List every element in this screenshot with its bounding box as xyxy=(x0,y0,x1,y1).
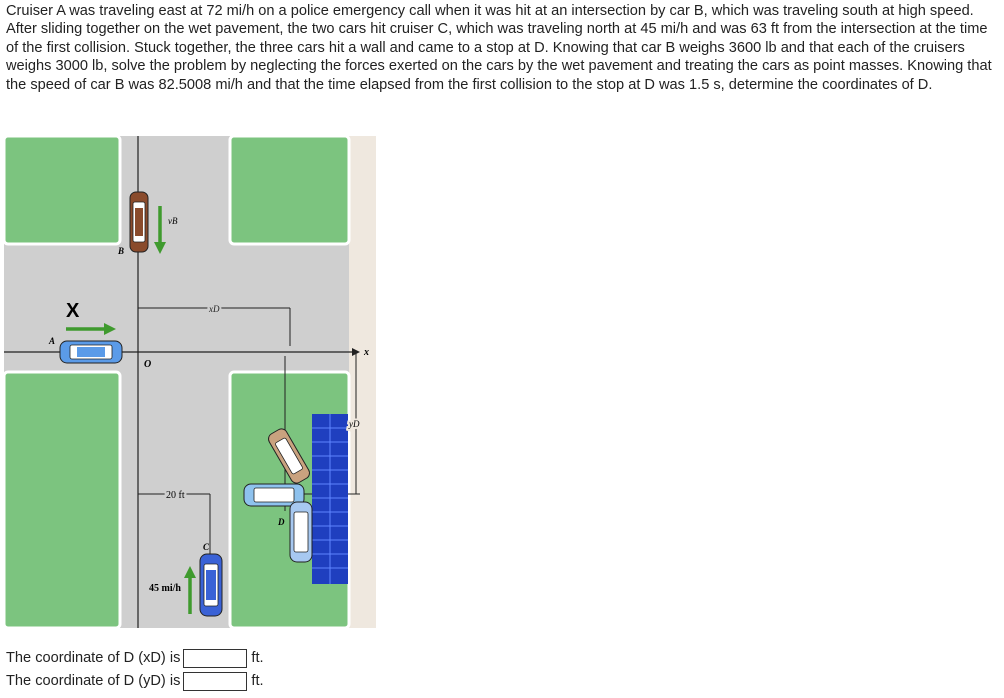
vb-arrowhead xyxy=(154,242,166,254)
x-mark-icon: X xyxy=(66,300,80,322)
va-arrowhead xyxy=(104,323,116,335)
label-d: D xyxy=(277,517,285,527)
answer-xd-label: The coordinate of D (xD) is xyxy=(6,650,181,666)
label-xd: xD xyxy=(208,304,220,314)
label-c: C xyxy=(203,542,210,552)
label-x-axis: x xyxy=(363,347,369,358)
answer-yd-unit: ft. xyxy=(251,673,264,689)
label-o: O xyxy=(144,359,151,370)
label-b: B xyxy=(117,246,124,256)
label-a: A xyxy=(48,336,55,346)
answer-row-xd: The coordinate of D (xD) is ft. xyxy=(6,648,264,668)
car-b xyxy=(129,191,149,253)
label-45mih: 45 mi/h xyxy=(149,583,181,594)
grass-bottom-left xyxy=(4,370,122,628)
grass-top-left xyxy=(4,136,122,246)
car-a xyxy=(59,340,123,364)
car-c xyxy=(199,553,223,617)
wreck-cars xyxy=(243,428,313,563)
intersection-figure: vB B A O x xD yD D C 20 ft 45 mi/h X xyxy=(4,136,376,628)
yd-answer-input[interactable] xyxy=(183,671,248,691)
label-vb: vB xyxy=(168,216,178,226)
answer-xd-unit: ft. xyxy=(251,650,264,666)
grass-top-right xyxy=(228,136,351,246)
label-20ft: 20 ft xyxy=(166,490,185,501)
label-yd: yD xyxy=(348,419,360,429)
answer-yd-label: The coordinate of D (yD) is xyxy=(6,673,181,689)
vc-arrowhead xyxy=(184,566,196,578)
problem-statement: Cruiser A was traveling east at 72 mi/h … xyxy=(6,3,992,93)
xd-answer-input[interactable] xyxy=(183,648,248,668)
brick-wall xyxy=(312,414,348,584)
answer-row-yd: The coordinate of D (yD) is ft. xyxy=(6,671,264,691)
